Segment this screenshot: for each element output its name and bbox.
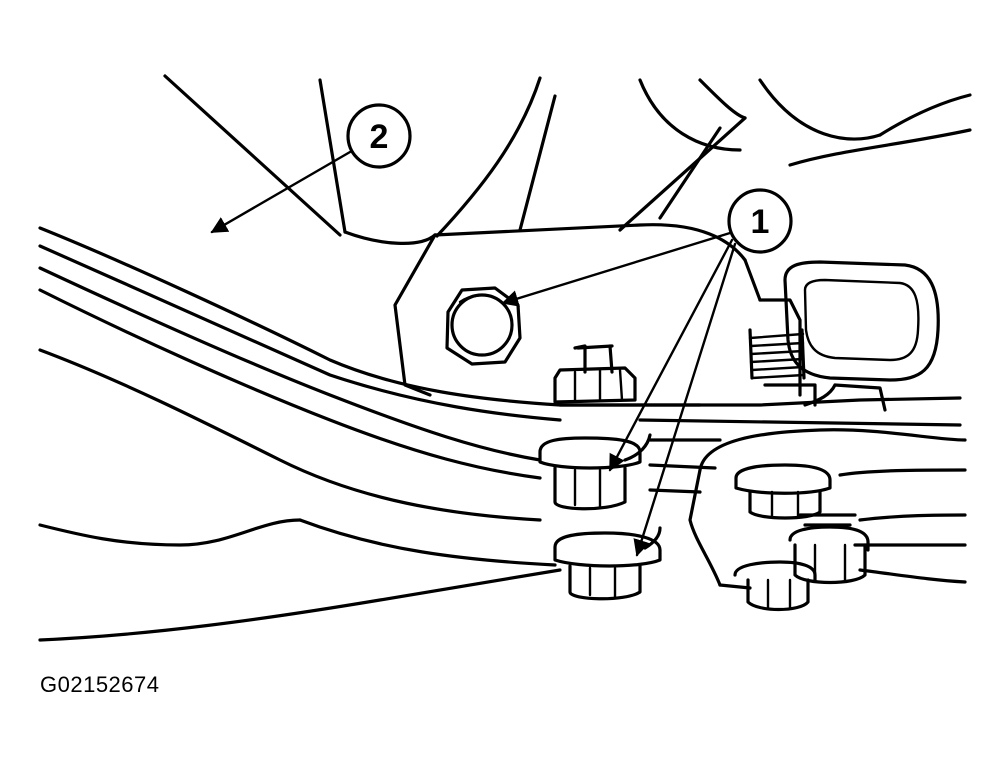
callout-1-arrow-lower-nut bbox=[633, 242, 737, 557]
subframe-arm bbox=[38, 226, 702, 642]
threaded-stud bbox=[748, 298, 837, 407]
callout-1-label: 1 bbox=[751, 203, 770, 241]
clamp-nut-1 bbox=[734, 463, 832, 520]
frame-background bbox=[163, 74, 972, 245]
upper-bolt bbox=[445, 286, 522, 366]
flange-nut-lower bbox=[553, 526, 662, 601]
callout-1: 1 bbox=[501, 188, 793, 557]
callout-2-label: 2 bbox=[370, 118, 389, 156]
crossbar bbox=[558, 396, 962, 494]
figure-id: G02152674 bbox=[40, 672, 160, 697]
callout-1-arrow-upper-bolt bbox=[501, 231, 732, 307]
callout-1-arrow-upper-nut bbox=[608, 238, 734, 472]
mounting-plate bbox=[783, 260, 940, 412]
callout-2-arrow bbox=[210, 150, 352, 234]
flange-nut-upper bbox=[538, 433, 652, 511]
clamp-nut-3 bbox=[733, 560, 817, 612]
mounting-bracket bbox=[393, 223, 762, 397]
callout-2: 2 bbox=[210, 103, 412, 234]
clamp-assembly bbox=[688, 428, 967, 590]
top-nut bbox=[553, 344, 637, 404]
clamp-nut-2 bbox=[788, 513, 870, 585]
